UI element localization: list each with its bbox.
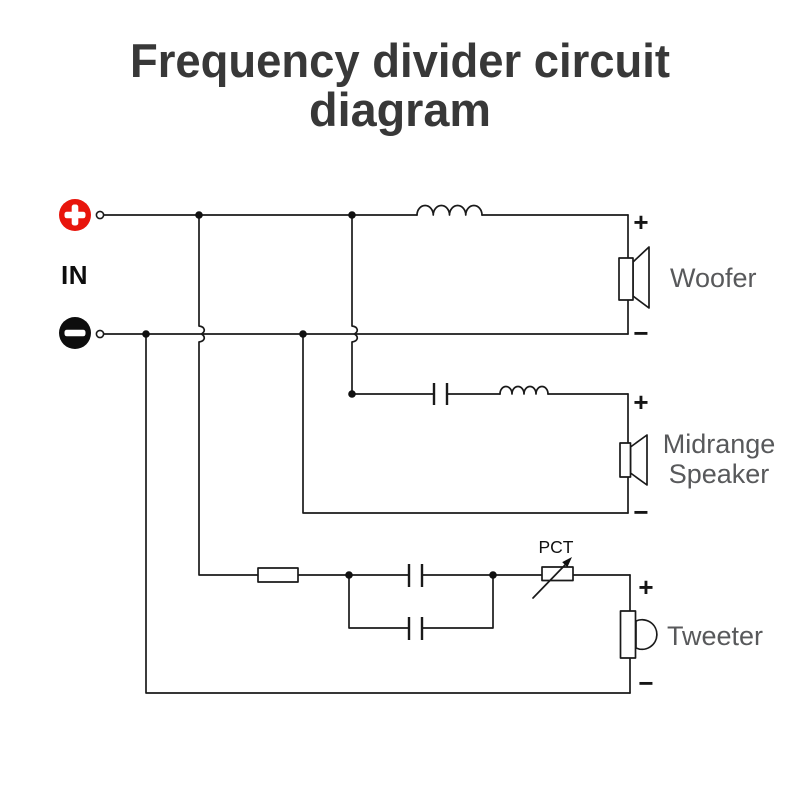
junction-dot — [348, 390, 356, 398]
midrange-inductor-icon — [499, 385, 549, 395]
junction-dot — [195, 211, 203, 219]
tweeter-capacitor-top-icon — [407, 564, 424, 587]
midrange-label-line1: Midrange — [663, 429, 776, 459]
input-label: IN — [61, 260, 88, 290]
tweeter-feed-wire — [198, 214, 259, 576]
midrange-minus-label: − — [633, 497, 648, 527]
junction-dot — [299, 330, 307, 338]
tweeter-resistor-icon — [257, 567, 299, 583]
negative-terminal — [95, 329, 105, 339]
plus-circle-icon — [59, 199, 91, 231]
positive-terminal — [95, 210, 105, 220]
junction-dot — [348, 211, 356, 219]
midrange-plus-label: + — [633, 387, 648, 417]
tweeter-speaker-icon — [619, 610, 658, 659]
input-terminals: IN — [59, 199, 105, 349]
tweeter-minus-label: − — [638, 668, 653, 698]
pct-label: PCT — [539, 537, 574, 557]
labels: + − Woofer + − Midrange Speaker PCT + − … — [539, 207, 776, 698]
tweeter-capacitor-bottom-icon — [407, 617, 424, 640]
wiring — [102, 204, 631, 694]
junction-dot — [489, 571, 497, 579]
junction-dot — [142, 330, 150, 338]
woofer-speaker-icon — [618, 246, 650, 309]
midrange-feed-wire — [351, 214, 435, 395]
tweeter-cap-bottom-out-wire — [421, 574, 494, 629]
woofer-plus-label: + — [633, 207, 648, 237]
tweeter-plus-label: + — [638, 572, 653, 602]
junction-dot — [345, 571, 353, 579]
page-title-line2: diagram — [309, 83, 491, 136]
midrange-label-line2: Speaker — [669, 459, 770, 489]
midrange-capacitor-icon — [432, 383, 449, 405]
woofer-label: Woofer — [670, 263, 757, 293]
junction-dots — [142, 211, 497, 579]
tweeter-label: Tweeter — [667, 621, 763, 651]
midrange-speaker-icon — [619, 434, 648, 486]
tweeter-cap-bottom-wire — [348, 574, 410, 629]
pct-variable-resistor-icon — [532, 557, 574, 599]
woofer-minus-label: − — [633, 318, 648, 348]
minus-circle-icon — [59, 317, 91, 349]
components — [257, 246, 658, 659]
tweeter-return-wire — [145, 333, 631, 694]
midrange-return-wire — [302, 333, 629, 514]
woofer-inductor-icon — [416, 204, 483, 216]
page-title-line1: Frequency divider circuit — [130, 34, 670, 87]
